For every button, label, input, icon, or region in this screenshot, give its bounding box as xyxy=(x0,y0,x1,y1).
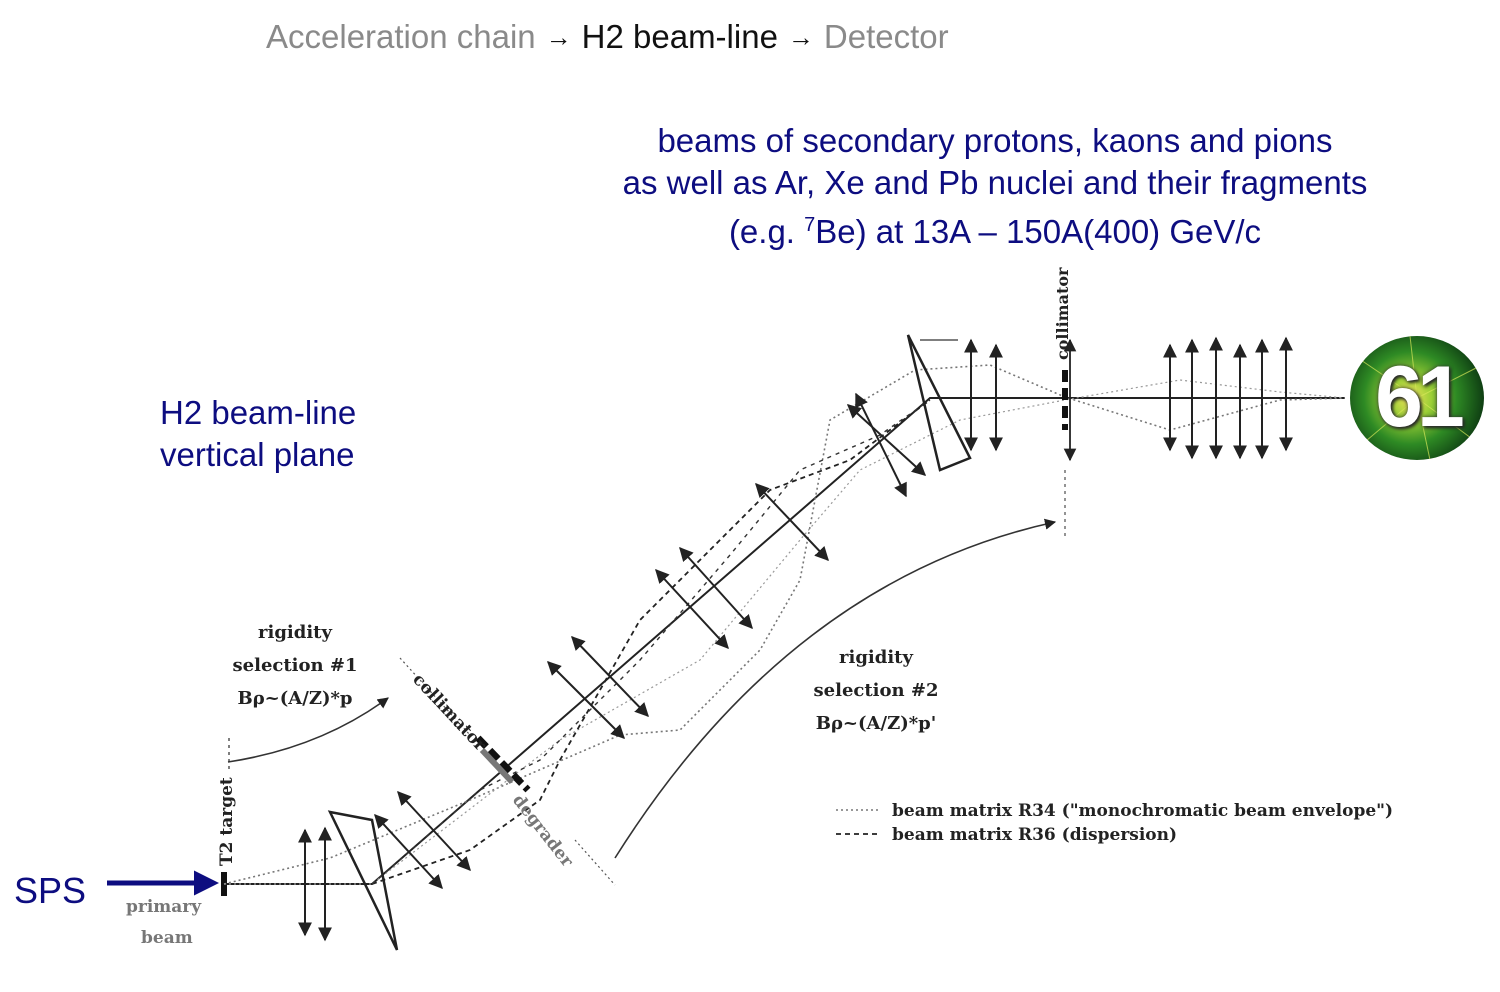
side-title: H2 beam-line vertical plane xyxy=(160,392,356,476)
rigidity-2-line1: rigidity xyxy=(839,647,913,668)
rigidity-2-arc xyxy=(614,518,1057,859)
r36-dispersion-2 xyxy=(371,399,931,885)
degrader-guide xyxy=(574,839,616,886)
breadcrumb-h2-beam-line[interactable]: H2 beam-line xyxy=(581,18,778,55)
breadcrumb: Acceleration chain → H2 beam-line → Detector xyxy=(266,18,949,56)
final-quadrupoles xyxy=(1163,336,1293,460)
sps-label: SPS xyxy=(14,870,87,911)
primary-beam-label-2: beam xyxy=(141,928,193,948)
bending-magnet-1 xyxy=(327,810,399,951)
rigidity-1-line1: rigidity xyxy=(258,622,332,643)
legend-r36-label: beam matrix R36 (dispersion) xyxy=(892,825,1177,845)
bending-magnet-2 xyxy=(906,334,972,472)
r34-envelope-lower xyxy=(224,379,1346,885)
beam-description-line2: as well as Ar, Xe and Pb nuclei and thei… xyxy=(622,164,1368,201)
degrader-label: degrader xyxy=(508,791,577,872)
rigidity-1-line2: selection #1 xyxy=(233,655,358,676)
rigidity-1-line3: Bρ~(A/Z)*p xyxy=(238,688,353,709)
page-number-badge: 61 xyxy=(1350,336,1484,460)
primary-beam-label-1: primary xyxy=(126,897,202,917)
isotope-superscript: 7 xyxy=(804,214,816,236)
breadcrumb-detector[interactable]: Detector xyxy=(823,18,949,55)
breadcrumb-arrow-icon: → xyxy=(787,22,814,52)
t2-target-label: T2 target xyxy=(217,777,237,866)
collimator-1-marker xyxy=(475,735,531,793)
particle-tracks-icon xyxy=(1354,336,1481,460)
rigidity-2-line3: Bρ~(A/Z)*p' xyxy=(816,713,937,734)
collimator-2-label: collimator xyxy=(1053,267,1072,360)
collimator-1-label: collimator xyxy=(408,670,490,756)
beam-description-line1: beams of secondary protons, kaons and pi… xyxy=(657,122,1333,159)
side-title-line2: vertical plane xyxy=(160,436,355,473)
side-title-line1: H2 beam-line xyxy=(160,394,357,431)
beam-description-line3: (e.g. 7Be) at 13A – 150A(400) GeV/c xyxy=(728,213,1262,250)
page-number: 61 xyxy=(1375,349,1465,445)
rigidity-1-arc xyxy=(227,697,389,763)
collimator-1-guide xyxy=(399,657,471,736)
rigidity-2-line2: selection #2 xyxy=(814,680,939,701)
breadcrumb-acceleration-chain[interactable]: Acceleration chain xyxy=(266,18,536,55)
beam-description: beams of secondary protons, kaons and pi… xyxy=(580,120,1410,253)
legend-r34-label: beam matrix R34 ("monochromatic beam env… xyxy=(892,801,1393,821)
breadcrumb-arrow-icon: → xyxy=(545,22,572,52)
degrader-marker xyxy=(479,747,515,785)
inclined-quadrupoles xyxy=(374,392,927,890)
